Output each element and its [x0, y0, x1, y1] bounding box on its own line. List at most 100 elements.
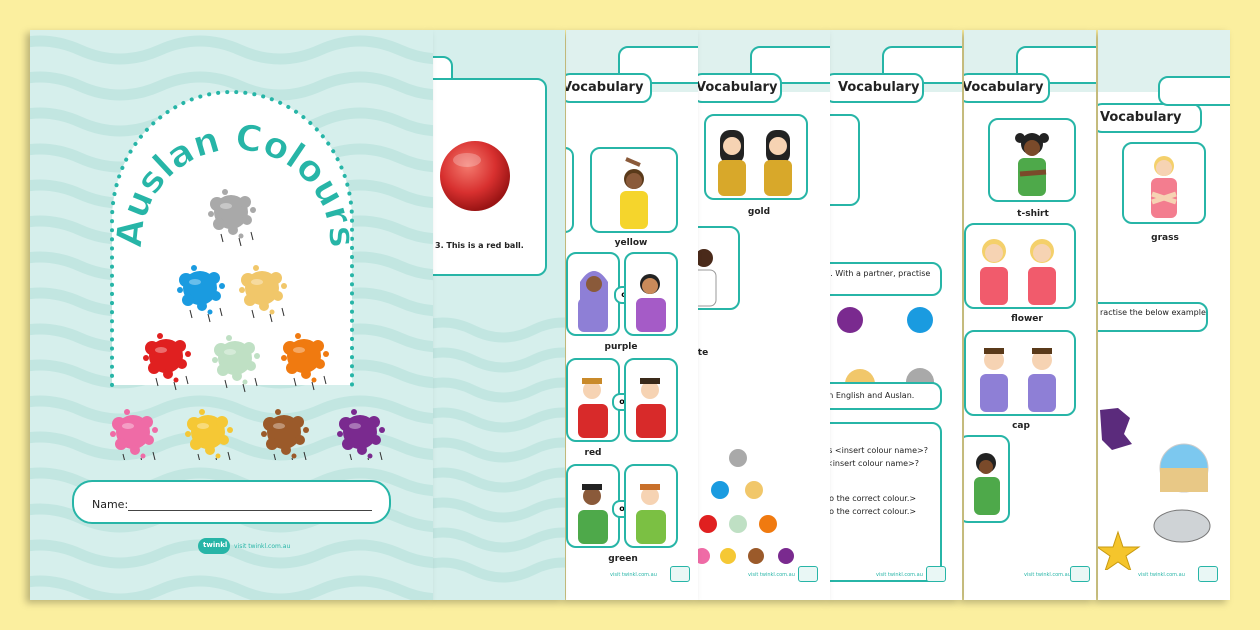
car-icon: [1153, 509, 1211, 543]
label-green: green: [608, 554, 638, 564]
person-signing-icon: [698, 249, 717, 307]
sign-image-box: [566, 252, 620, 336]
worksheet-page-5: Vocabulary s. With a partner, practise i…: [830, 30, 962, 600]
person-signing-icon: [636, 484, 666, 544]
vocabulary-heading: Vocabulary: [698, 80, 778, 95]
sign-image-box: [964, 330, 1076, 416]
wave-pattern: [30, 35, 433, 600]
footer-url: visit twinkl.com.au: [610, 572, 657, 578]
prompt-box: [1098, 302, 1208, 332]
instruction-text: s. With a partner, practise: [830, 269, 931, 278]
name-field[interactable]: [72, 480, 391, 524]
person-signing-icon: [636, 274, 666, 332]
sentence-line: <insert colour name>?: [830, 459, 920, 468]
people-signing-icon: [980, 348, 1056, 412]
sign-image-box: [988, 118, 1076, 202]
person-signing-icon: [1015, 133, 1049, 196]
footer-logo-icon: [1070, 566, 1090, 582]
footer-url: visit twinkl.com.au: [1138, 572, 1185, 578]
label-gold: gold: [747, 207, 771, 217]
sentence-line: is <insert colour name>?: [830, 446, 928, 455]
worksheet-page-2: 3. This is a red ball.: [433, 30, 565, 600]
vocabulary-heading: Vocabulary: [838, 80, 920, 95]
footer-url: visit twinkl.com.au: [1024, 572, 1071, 578]
name-label: Name:: [92, 498, 129, 511]
sign-image-box: [964, 223, 1076, 309]
people-signing-icon: [980, 239, 1056, 305]
instruction-box: [830, 262, 942, 296]
sign-image-box: [566, 464, 620, 548]
worksheet-page-6: Vocabulary t-shirt flower cap: [964, 30, 1096, 600]
cover-page: Auslan Colours Name: twinkl visit twinkl…: [30, 30, 433, 600]
label-flower: flower: [1011, 314, 1043, 324]
pink-splat-icon: [110, 409, 158, 460]
footer-logo-icon: [798, 566, 818, 582]
vocabulary-heading: Vocabulary: [964, 80, 1044, 95]
colour-splat-pyramid: [698, 449, 794, 564]
orange-splat-icon: [281, 333, 329, 391]
brown-splat-icon: [261, 409, 309, 460]
footer-logo-icon: [670, 566, 690, 582]
grey-splat-icon: [208, 189, 256, 247]
label-purple: purple: [604, 342, 638, 352]
footer-logo-icon: [1198, 566, 1218, 582]
prompt-text: ractise the below example: [1100, 308, 1206, 317]
top-right-box: [1158, 76, 1230, 106]
heading-box: [964, 73, 1050, 103]
heading-box: [1098, 103, 1202, 133]
person-signing-icon: [636, 378, 666, 438]
worksheet-page-4: Vocabulary gold te visit twinkl.com.au: [698, 30, 830, 600]
red-splat-icon: [143, 333, 191, 391]
heading-box: [566, 73, 652, 103]
sign-image-box: [624, 358, 678, 442]
instruction-text: in English and Auslan.: [830, 391, 915, 400]
star-icon: [1098, 530, 1141, 570]
sentence-line: to the correct colour.>: [830, 507, 917, 516]
peach-splat-icon: [239, 265, 287, 323]
twinkl-logo-icon: [198, 538, 230, 554]
label-partial: te: [698, 348, 709, 358]
dotted-oval-frame: [110, 90, 354, 387]
sentence-box: [830, 422, 942, 582]
heading-box: [698, 73, 782, 103]
people-signing-icon: [718, 130, 792, 196]
worksheet-page-3: Vocabulary yellow or purple or: [566, 30, 698, 600]
footer-url: visit twinkl.com.au: [748, 572, 795, 578]
paint-splats: [110, 189, 385, 460]
purple-splash-icon: [1100, 408, 1132, 450]
footer-url: visit twinkl.com.au: [876, 572, 923, 578]
sign-image-box: [590, 147, 678, 233]
label-cap: cap: [1012, 421, 1030, 431]
sign-image-box: [624, 464, 678, 548]
worksheet-page-7: Vocabulary grass ractise the below examp…: [1098, 30, 1230, 600]
vocabulary-heading: Vocabulary: [1100, 110, 1182, 125]
person-signing-icon: [578, 271, 608, 332]
yellow-splat-icon: [185, 409, 233, 460]
sign-image-box: [964, 435, 1010, 523]
instruction-box: [830, 382, 942, 410]
label-t-shirt: t-shirt: [1017, 209, 1049, 219]
heading-box: [830, 73, 924, 103]
picture-cluster: [1098, 408, 1211, 570]
red-ball-icon: [440, 141, 510, 211]
footer-logo-icon: [926, 566, 946, 582]
label-yellow: yellow: [614, 238, 648, 248]
vocabulary-heading: Vocabulary: [566, 80, 644, 95]
brand-url: visit twinkl.com.au: [234, 543, 291, 550]
sign-image-box: [624, 252, 678, 336]
person-signing-icon: [1151, 156, 1177, 218]
blue-splat-icon: [177, 265, 225, 323]
sign-image-box: [1122, 142, 1206, 224]
sentence-line: to the correct colour.>: [830, 494, 917, 503]
person-signing-icon: [578, 484, 608, 544]
mint-splat-icon: [212, 335, 260, 393]
person-signing-icon: [578, 378, 608, 438]
label-red: red: [584, 448, 602, 458]
person-signing-icon: [974, 453, 1000, 515]
label-grass: grass: [1151, 233, 1179, 243]
top-right-box: [1016, 46, 1096, 84]
person-signing-icon: [620, 157, 648, 229]
brand-name: twinkl: [203, 541, 228, 549]
name-underline: [128, 510, 372, 511]
sign-image-box: [566, 147, 574, 233]
